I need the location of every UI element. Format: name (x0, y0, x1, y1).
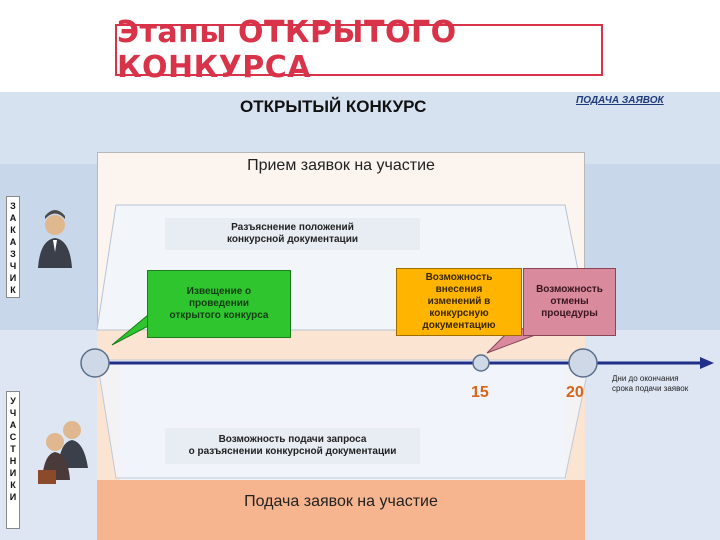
timeline-day-15-marker (472, 354, 490, 372)
group-of-people-icon (38, 421, 88, 484)
notice-box: Извещение о проведении открытого конкурс… (147, 270, 291, 338)
businessman-icon (38, 210, 72, 268)
timeline-start-circle (80, 348, 110, 378)
timeline-day-20-circle (568, 348, 598, 378)
day-15-label: 15 (471, 384, 489, 401)
request-box: Возможность подачи запроса о разъяснении… (165, 428, 420, 464)
cancel-text: Возможность отмены процедуры (536, 284, 603, 319)
participants-side-label: УЧАСТНИКИ (6, 391, 20, 529)
cancel-box: Возможность отмены процедуры (523, 268, 616, 336)
submission-link[interactable]: ПОДАЧА ЗАЯВОК (576, 95, 664, 106)
customer-side-text: ЗАКАЗЧИК (9, 201, 17, 295)
participants-side-text: УЧАСТНИКИ (9, 396, 17, 502)
slide-title: Этапы ОТКРЫТОГО КОНКУРСА (117, 15, 457, 85)
changes-box: Возможность внесения изменений в конкурс… (396, 268, 522, 336)
upper-panel-label: Прием заявок на участие (247, 157, 435, 174)
lower-panel-label: Подача заявок на участие (244, 493, 438, 510)
participants-bottom-strip (97, 480, 585, 540)
axis-label: Дни до окончания срока подачи заявок (612, 374, 689, 393)
clarification-box: Разъяснение положений конкурсной докумен… (165, 218, 420, 250)
slide-title-box: Этапы ОТКРЫТОГО КОНКУРСА (115, 15, 603, 85)
timeline-arrowhead (700, 357, 714, 369)
changes-text: Возможность внесения изменений в конкурс… (422, 272, 496, 331)
notice-text: Извещение о проведении открытого конкурс… (169, 286, 269, 321)
request-text: Возможность подачи запроса о разъяснении… (188, 434, 397, 457)
day-20-label: 20 (566, 384, 584, 401)
contest-heading: ОТКРЫТЫЙ КОНКУРС (240, 97, 427, 116)
clarification-text: Разъяснение положений конкурсной докумен… (227, 222, 358, 245)
customer-side-label: ЗАКАЗЧИК (6, 196, 20, 298)
